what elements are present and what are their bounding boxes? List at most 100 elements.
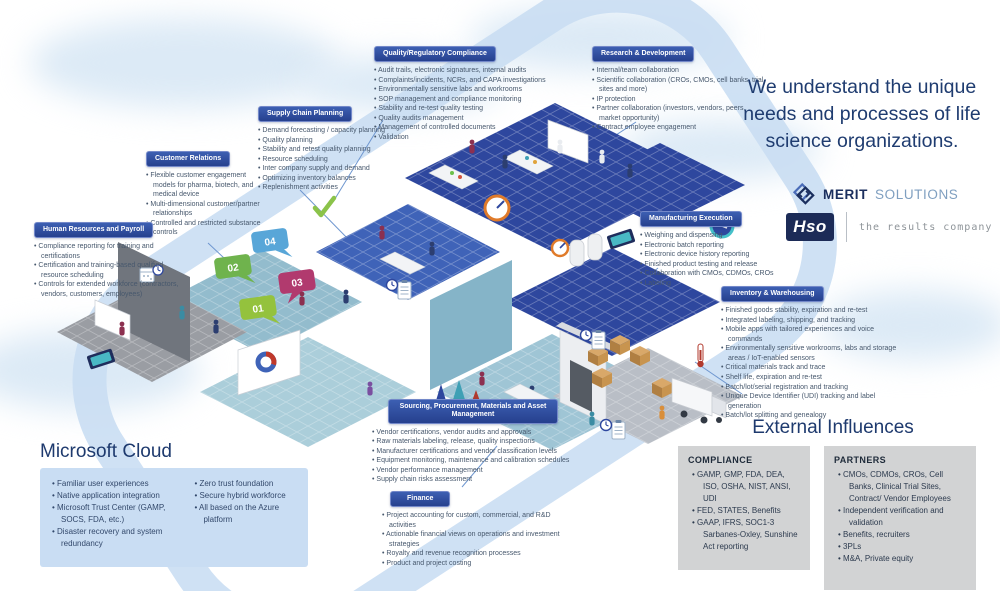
microsoft-cloud-box: Familiar user experiencesNative applicat…: [40, 468, 308, 567]
bullet-item: Electronic device history reporting: [640, 250, 798, 260]
bullet-item: Critical materials track and trace: [721, 363, 909, 373]
bullet-item: Quality planning: [258, 136, 426, 146]
microsoft-cloud-list-2: Zero trust foundationSecure hybrid workf…: [194, 478, 300, 559]
callout-title-badge: Finance: [390, 491, 451, 508]
external-influences-title: External Influences: [752, 417, 914, 438]
callout-title-badge: Sourcing, Procurement, Materials and Ass…: [388, 399, 558, 424]
callout-title-badge: Human Resources and Payroll: [34, 222, 154, 239]
compliance-list: GAMP, GMP, FDA, DEA, ISO, OSHA, NIST, AN…: [688, 469, 800, 553]
bullet-item: Mobile apps with tailored experiences an…: [721, 325, 909, 344]
platform-rnd: [575, 143, 745, 227]
merit-solutions-logo: MERIT SOLUTIONS: [792, 182, 958, 206]
bullet-item: Controls for extended workforce (contrac…: [34, 280, 192, 299]
bullet-item: Integrated labeling, shipping, and track…: [721, 316, 909, 326]
clipboard-clock-icon: [579, 328, 606, 350]
bullet-item: Product and project costing: [382, 559, 564, 569]
gauge-icon: [550, 238, 570, 258]
microsoft-cloud-title: Microsoft Cloud: [40, 441, 172, 462]
callout-title-badge: Research & Development: [592, 46, 695, 63]
logo-divider: [846, 212, 847, 242]
bullet-item: Secure hybrid workforce: [194, 490, 300, 502]
bullet-item: Disaster recovery and system redundancy: [52, 526, 184, 550]
bullet-item: Demand forecasting / capacity planning: [258, 126, 426, 136]
headline-text: We understand the unique needs and proce…: [743, 76, 981, 152]
bullet-item: M&A, Private equity: [834, 553, 966, 565]
callout-customer-relations: Customer Relations Flexible customer eng…: [146, 147, 268, 238]
callout-title-badge: Customer Relations: [146, 151, 231, 168]
bullet-item: Multi-dimensional customer/partner relat…: [146, 200, 268, 219]
bullet-item: Environmentally sensitive workrooms, lab…: [721, 344, 909, 363]
process-tanks: [569, 233, 603, 267]
bullet-item: Complaints/incidents, NCRs, and CAPA inv…: [374, 76, 570, 86]
bullet-item: Project accounting for custom, commercia…: [382, 511, 564, 530]
bullet-item: IP protection: [592, 95, 764, 105]
merit-diamond-icon: [792, 182, 815, 205]
callout-finance: Finance Project accounting for custom, c…: [382, 487, 564, 568]
bullet-item: Contract employee engagement: [592, 123, 764, 133]
bullet-item: Batch/lot/serial registration and tracki…: [721, 383, 909, 393]
platform-office: [316, 204, 500, 300]
svg-text:02: 02: [227, 262, 240, 275]
speech-bubble-03: 03: [278, 269, 316, 304]
bullet-item: Partner collaboration (investors, vendor…: [592, 104, 764, 123]
bullet-item: Scientific collaboration (CROs, CMOs, ce…: [592, 76, 764, 95]
merit-suffix: SOLUTIONS: [875, 186, 959, 202]
hso-logo-mark: Hso: [786, 213, 834, 241]
bullet-item: 3PLs: [834, 541, 966, 553]
partners-box: PARTNERS CMOs, CDMOs, CROs, Cell Banks, …: [824, 446, 976, 590]
callout-bullet-list: Demand forecasting / capacity planningQu…: [258, 126, 426, 193]
clipboard-clock-icon: [599, 418, 626, 440]
bullet-item: Quality audits management: [374, 114, 570, 124]
bullet-item: Controlled and restricted substance cont…: [146, 219, 268, 238]
bullet-item: Labeling: [640, 279, 798, 289]
lab-tables: [428, 149, 554, 190]
bullet-item: Stability and retest quality planning: [258, 145, 426, 155]
hso-tagline: the results company: [859, 221, 993, 233]
bullet-item: Supply chain risks assessment: [372, 475, 574, 485]
callout-research-development: Research & Development Internal/team col…: [592, 42, 764, 133]
bullet-item: Native application integration: [52, 490, 184, 502]
bullet-item: Internal/team collaboration: [592, 66, 764, 76]
bullet-item: All based on the Azure platform: [194, 502, 300, 526]
warehouse-crates: [588, 335, 672, 398]
callout-bullet-list: Flexible customer engagement models for …: [146, 171, 268, 238]
teal-wall: [430, 260, 512, 390]
bullet-item: Manufacturer certifications and vendor c…: [372, 447, 574, 457]
bullet-item: Compliance reporting for training and ce…: [34, 242, 192, 261]
bullet-item: Benefits, recruiters: [834, 529, 966, 541]
donut-chart: [255, 351, 277, 373]
callout-title-badge: Manufacturing Execution: [640, 211, 742, 228]
bullet-item: FED, STATES, Benefits: [688, 505, 800, 517]
tablet-icon: [86, 348, 116, 370]
callout-manufacturing-execution: Manufacturing Execution Weighing and dis…: [640, 207, 798, 288]
callout-bullet-list: Compliance reporting for training and ce…: [34, 242, 192, 299]
thermometer-icon: [697, 343, 704, 368]
callout-title-badge: Inventory & Warehousing: [721, 286, 824, 303]
bullet-item: Certification and training-based qualifi…: [34, 261, 192, 280]
bullet-item: Batch/lot splitting and genealogy: [721, 411, 909, 421]
hso-name: Hso: [793, 217, 827, 236]
callout-supply-chain-planning: Supply Chain Planning Demand forecasting…: [258, 102, 426, 193]
speech-bubble-01: 01: [239, 295, 281, 325]
callout-bullet-list: Finished goods stability, expiration and…: [721, 306, 909, 420]
callout-bullet-list: Vendor certifications, vendor audits and…: [372, 428, 574, 485]
bullet-item: Finished product testing and release: [640, 260, 798, 270]
bullet-item: Unique Device Identifier (UDI) tracking …: [721, 392, 909, 411]
partners-list: CMOs, CDMOs, CROs, Cell Banks, Clinical …: [834, 469, 966, 565]
bullet-item: CMOs, CDMOs, CROs, Cell Banks, Clinical …: [834, 469, 966, 505]
clipboard-clock-icon: [385, 278, 412, 300]
callout-inventory-warehousing: Inventory & Warehousing Finished goods s…: [721, 282, 909, 421]
bullet-item: Weighing and dispensing: [640, 231, 798, 241]
bullet-item: Vendor performance management: [372, 466, 574, 476]
callout-title-badge: Supply Chain Planning: [258, 106, 353, 123]
bullet-item: Resource scheduling: [258, 155, 426, 165]
bullet-item: Zero trust foundation: [194, 478, 300, 490]
bullet-item: Royalty and revenue recognition processe…: [382, 549, 564, 559]
callout-sourcing-procurement: Sourcing, Procurement, Materials and Ass…: [372, 399, 574, 485]
bullet-item: Environmentally sensitive labs and workr…: [374, 85, 570, 95]
callout-bullet-list: Project accounting for custom, commercia…: [382, 511, 564, 568]
bullet-item: Electronic batch reporting: [640, 241, 798, 251]
bullet-item: Collaboration with CMOs, CDMOs, CROs: [640, 269, 798, 279]
bullet-item: Microsoft Trust Center (GAMP, SOCS, FDA,…: [52, 502, 184, 526]
